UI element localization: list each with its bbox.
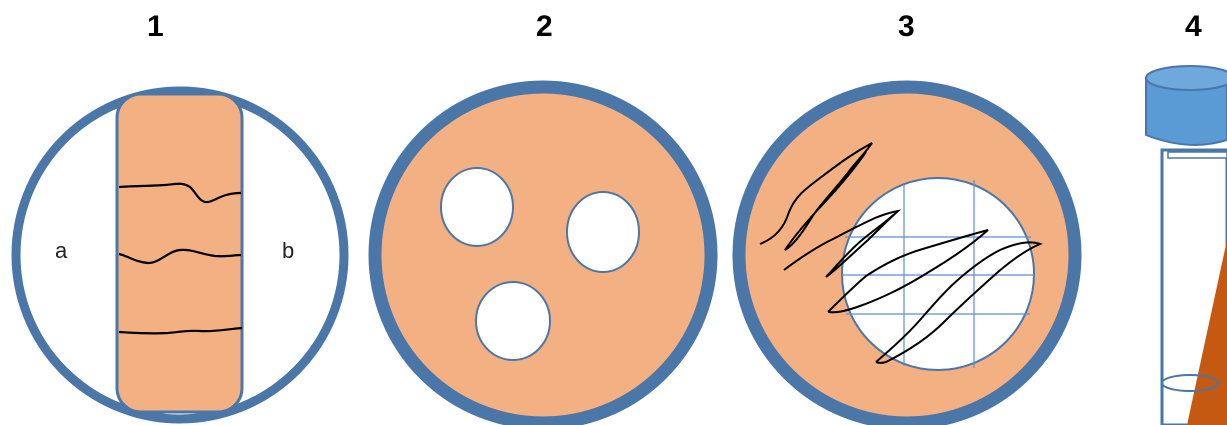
panel-number-4: 4: [1185, 12, 1202, 42]
tube-cap-top: [1146, 66, 1227, 90]
tube-lip: [1168, 152, 1227, 158]
well-2: [567, 192, 639, 272]
agar-strip: [117, 94, 242, 412]
panel-number-3: 3: [898, 12, 915, 42]
side-label-a: a: [55, 240, 67, 262]
panel-number-2: 2: [536, 12, 553, 42]
side-label-b: b: [282, 240, 294, 262]
well-1: [441, 168, 513, 246]
well-3: [476, 282, 550, 360]
panel-4-tube: [1146, 66, 1227, 425]
petri-dish-rim: [375, 87, 711, 423]
panel-2-plate: [375, 87, 711, 423]
panel-number-1: 1: [147, 12, 164, 42]
panel-3-plate: [739, 87, 1075, 423]
